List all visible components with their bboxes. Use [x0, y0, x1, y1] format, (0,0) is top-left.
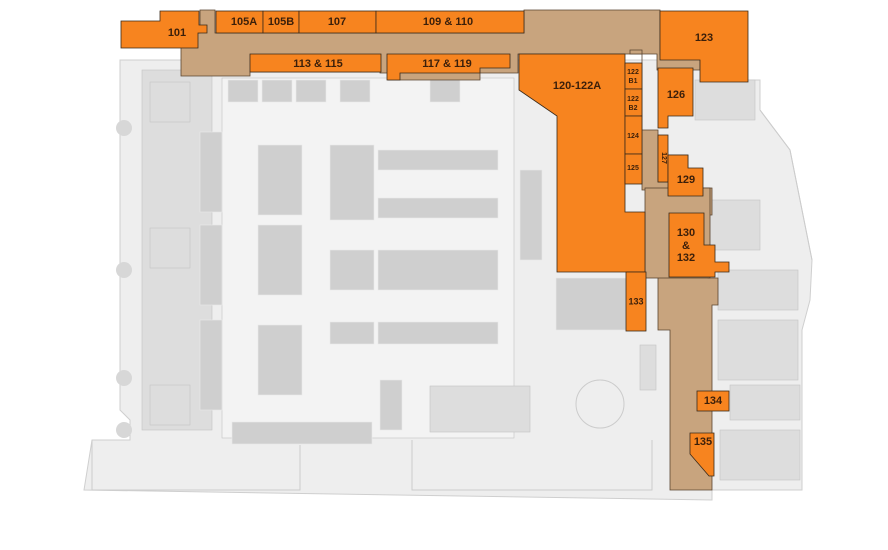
right-wing-block [709, 199, 761, 251]
tree-icon [116, 422, 132, 438]
plaza-block [429, 385, 531, 433]
unit-129[interactable] [667, 154, 704, 197]
unit-122b2[interactable] [624, 88, 643, 117]
unit-133[interactable] [625, 271, 647, 332]
right-wing-block [717, 319, 799, 381]
unit-113-115[interactable] [249, 53, 382, 73]
tree-icon [116, 262, 132, 278]
right-wing-block [694, 79, 756, 121]
unit-135[interactable] [689, 432, 715, 477]
unit-126[interactable] [657, 67, 694, 129]
right-facade [759, 109, 813, 261]
right-wing-block [717, 269, 799, 311]
core-block [149, 384, 191, 426]
plaza-circle [575, 379, 625, 429]
unit-107[interactable] [298, 10, 377, 34]
tree-icon [116, 370, 132, 386]
unit-109-110[interactable] [375, 10, 525, 34]
unit-123[interactable] [659, 10, 749, 83]
column-block [639, 344, 657, 391]
unit-127[interactable] [657, 134, 669, 183]
unit-122b1[interactable] [624, 62, 643, 90]
unit-105a[interactable] [215, 10, 264, 34]
unit-117-119[interactable] [386, 53, 511, 81]
unit-130-132[interactable] [668, 212, 730, 278]
driveway [91, 440, 301, 491]
core-block [149, 81, 191, 123]
right-wing-block [729, 384, 801, 421]
tree-icon [116, 120, 132, 136]
unit-101[interactable] [120, 10, 208, 49]
driveway [411, 440, 653, 491]
right-wing-block [719, 429, 801, 481]
core-block [149, 227, 191, 269]
unit-124[interactable] [624, 115, 643, 155]
unit-134[interactable] [696, 390, 730, 412]
unit-105b[interactable] [262, 10, 300, 34]
unit-125[interactable] [624, 153, 643, 185]
parking-stalls [199, 79, 627, 445]
